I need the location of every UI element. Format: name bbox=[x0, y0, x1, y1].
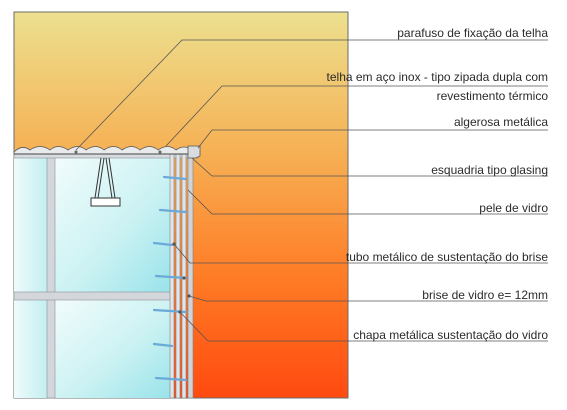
brise-fins bbox=[152, 175, 188, 382]
leader-plate bbox=[179, 311, 548, 342]
mullion bbox=[46, 155, 56, 399]
gutter bbox=[187, 145, 201, 159]
frame-profile-4 bbox=[187, 151, 194, 399]
glass-facade bbox=[13, 151, 199, 399]
label-plate: chapa metálica sustentação do vidro bbox=[353, 328, 548, 342]
label-frame: esquadria tipo glasing bbox=[431, 163, 548, 177]
frame-profile-2 bbox=[175, 153, 181, 399]
leader-glass-skin bbox=[187, 189, 548, 215]
labels: parafuso de fixação da telha telha em aç… bbox=[327, 26, 549, 342]
roof-screws bbox=[74, 150, 162, 154]
leader-gutter bbox=[197, 129, 548, 149]
leader-brise-tube bbox=[173, 243, 548, 264]
glass-pane-left-top bbox=[14, 158, 47, 292]
label-brise-tube: tubo metálico de sustentação do brise bbox=[346, 250, 548, 264]
label-roof-line1: telha em aço inox - tipo zipada dupla co… bbox=[327, 70, 548, 84]
glass-pane-main-top bbox=[55, 158, 171, 292]
label-glass-skin: pele de vidro bbox=[479, 201, 548, 215]
transom bbox=[13, 291, 173, 301]
roof-sheet bbox=[13, 146, 196, 155]
leader-frame bbox=[191, 157, 548, 177]
glass-pane-main-bottom bbox=[55, 300, 171, 398]
label-gutter: algerosa metálica bbox=[454, 115, 548, 129]
leader-brise-glass bbox=[188, 295, 548, 302]
leader-lines bbox=[75, 39, 548, 342]
frame-profile-3 bbox=[181, 153, 187, 399]
hanging-lamp-icon bbox=[90, 157, 121, 207]
leader-screw bbox=[75, 39, 548, 151]
label-screw: parafuso de fixação da telha bbox=[397, 26, 548, 40]
label-brise-glass: brise de vidro e= 12mm bbox=[422, 288, 548, 302]
label-roof-line2: revestimento térmico bbox=[437, 89, 549, 103]
leader-roof bbox=[165, 85, 548, 147]
glass-pane-left-bottom bbox=[14, 300, 47, 398]
